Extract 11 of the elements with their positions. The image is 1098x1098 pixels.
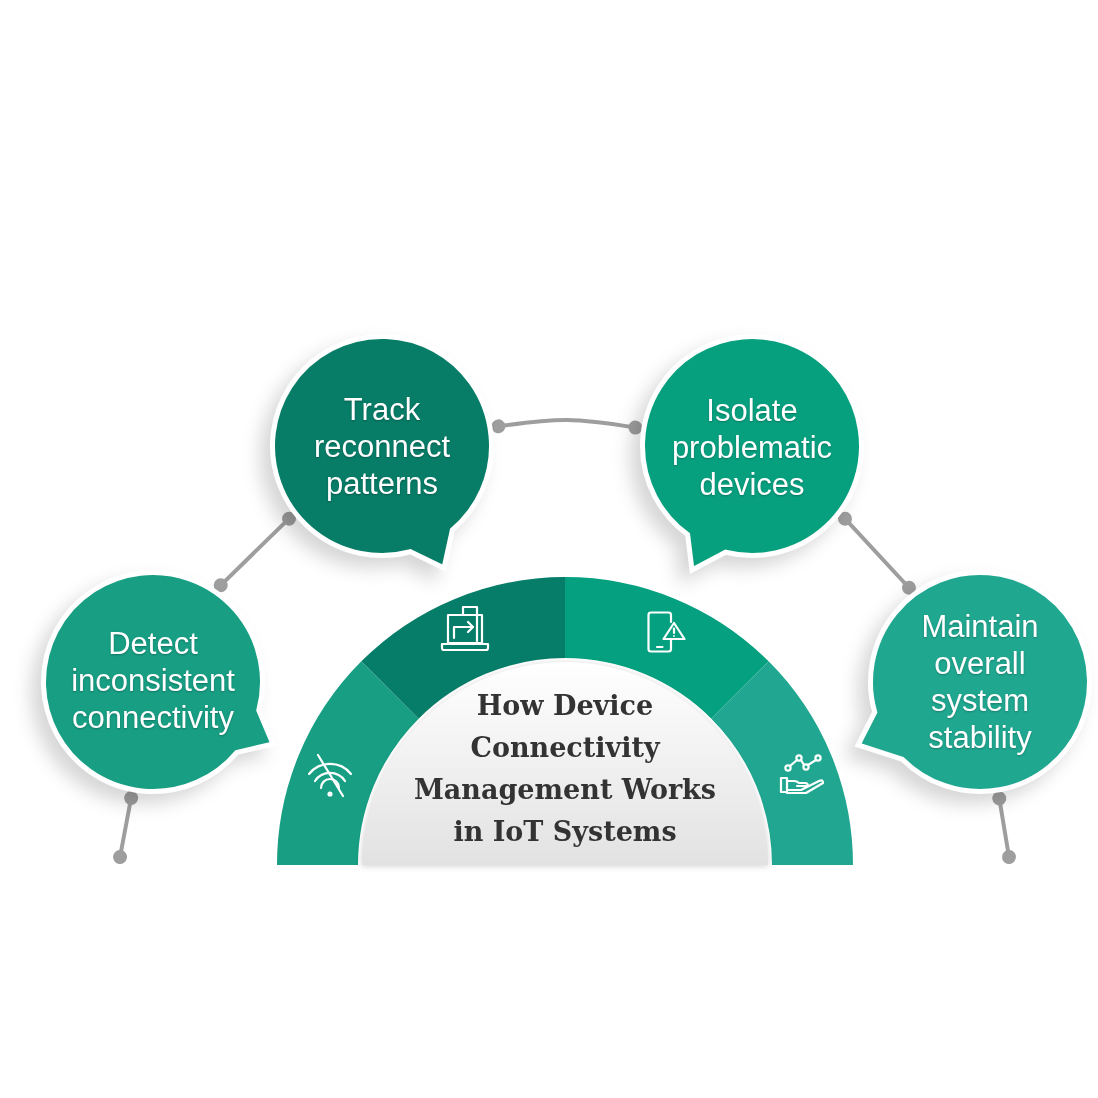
bubble-text: Maintain overall system stability bbox=[920, 608, 1040, 756]
connector-line bbox=[491, 417, 643, 435]
title-text: How Device Connectivity Management Works in IoT Systems bbox=[412, 689, 718, 849]
connector-line bbox=[113, 790, 139, 864]
bubble-text: Track reconnect patterns bbox=[312, 390, 452, 502]
connector-line bbox=[213, 511, 296, 593]
connector-line bbox=[838, 511, 916, 595]
semicircle-gauge bbox=[277, 577, 853, 865]
bubble-text: Isolate problematic devices bbox=[670, 391, 834, 503]
connector-line bbox=[992, 791, 1016, 864]
bubble-text: Detect inconsistent connectivity bbox=[70, 624, 236, 736]
